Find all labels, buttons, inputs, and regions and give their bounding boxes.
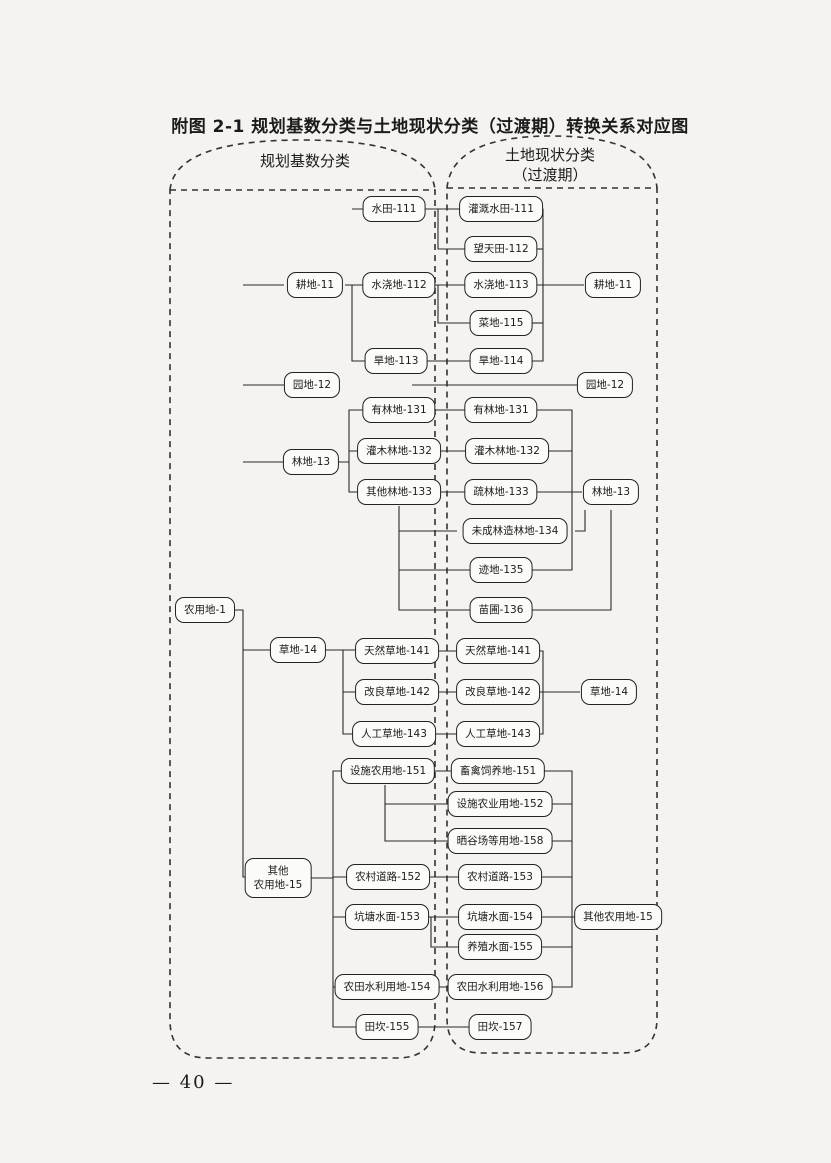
right-group-label: 土地现状分类 bbox=[504, 146, 595, 164]
connector-line bbox=[530, 409, 573, 571]
connector-line bbox=[345, 284, 372, 362]
connector-line bbox=[338, 409, 370, 463]
page-number: — 40 — bbox=[152, 1072, 235, 1093]
connector-line bbox=[398, 506, 472, 611]
connector-line bbox=[348, 462, 366, 493]
connector-line bbox=[530, 510, 612, 611]
connector-line bbox=[305, 770, 348, 879]
left-group-header-arc bbox=[169, 139, 436, 191]
connector-line bbox=[437, 285, 473, 324]
right-group-sublabel: （过渡期） bbox=[512, 166, 588, 184]
diagram-title: 附图 2-1 规划基数分类与土地现状分类（过渡期）转换关系对应图 bbox=[171, 117, 689, 137]
right-group-header-arc bbox=[446, 135, 658, 189]
connector-line bbox=[332, 878, 362, 1028]
group-frames bbox=[169, 135, 658, 1059]
left-group-frame bbox=[169, 189, 436, 1059]
connector-line bbox=[430, 917, 470, 948]
connector-line bbox=[419, 208, 470, 250]
connector-line bbox=[384, 785, 455, 805]
connector-line bbox=[543, 770, 573, 988]
connector-line bbox=[384, 804, 453, 842]
connector-lines bbox=[232, 208, 612, 1028]
left-group-label: 规划基数分类 bbox=[259, 152, 350, 170]
connector-line bbox=[575, 510, 586, 532]
right-group-frame bbox=[446, 187, 658, 1054]
